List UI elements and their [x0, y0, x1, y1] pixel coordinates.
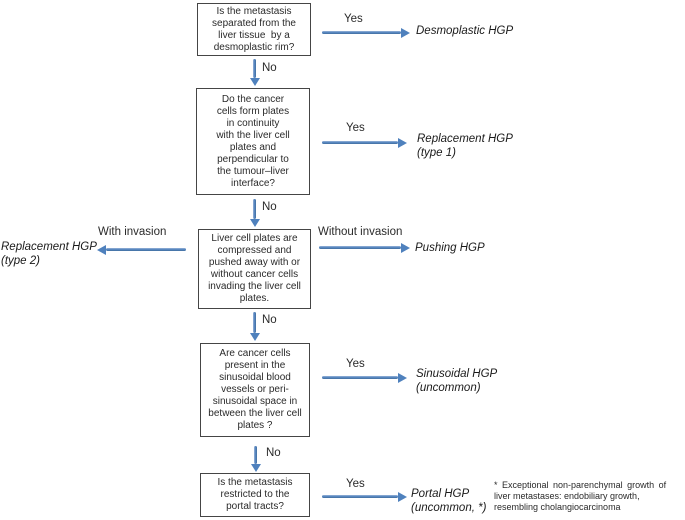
arrow-right-icon-3 [319, 246, 401, 249]
outcome-desmoplastic-hgp: Desmoplastic HGP [416, 25, 514, 37]
decision-box-portal-tracts: Is the metastasis restricted to the port… [200, 473, 310, 517]
decision-box-desmoplastic-rim: Is the metastasis separated from the liv… [197, 3, 311, 56]
arrow-down-icon-4 [254, 446, 257, 464]
no-label-2: No [262, 201, 277, 213]
decision-box-sinusoidal-space-text: Are cancer cells present in the sinusoid… [208, 348, 302, 431]
yes-label-1: Yes [344, 13, 363, 25]
decision-box-portal-tracts-text: Is the metastasis restricted to the port… [217, 477, 293, 512]
no-label-3: No [262, 314, 277, 326]
arrow-right-icon-4 [322, 376, 398, 379]
footnote-line-1: * Exceptional non-parenchymal growth of [494, 480, 667, 490]
yes-label-4: Yes [346, 478, 365, 490]
outcome-sinusoidal-hgp: Sinusoidal HGP (uncommon) [416, 368, 498, 394]
arrow-down-icon-2 [253, 199, 256, 219]
arrow-right-icon-1 [322, 31, 401, 34]
with-invasion-label: With invasion [98, 226, 167, 238]
arrow-left-icon [106, 248, 186, 251]
decision-box-desmoplastic-rim-text: Is the metastasis separated from the liv… [212, 5, 296, 53]
footnote: * Exceptional non-parenchymal growth of … [494, 480, 685, 512]
footnote-line-2: liver metastases: endobiliary growth, [494, 490, 640, 501]
outcome-portal-hgp: Portal HGP (uncommon, *) [411, 488, 487, 514]
arrow-down-icon-3 [253, 312, 256, 333]
yes-label-3: Yes [346, 358, 365, 370]
arrow-down-icon-1 [253, 59, 256, 78]
no-label-4: No [266, 447, 281, 459]
decision-box-plates-compressed-text: Liver cell plates are compressed and pus… [208, 233, 301, 304]
no-label-1: No [262, 62, 277, 74]
without-invasion-label: Without invasion [318, 226, 403, 238]
arrow-right-icon-5 [322, 495, 398, 498]
outcome-pushing-hgp: Pushing HGP [415, 242, 485, 254]
decision-box-sinusoidal-space: Are cancer cells present in the sinusoid… [200, 343, 310, 437]
outcome-replacement-hgp-type1: Replacement HGP (type 1) [417, 133, 513, 159]
decision-box-plates-continuity-text: Do the cancer cells form plates in conti… [216, 93, 290, 189]
yes-label-2: Yes [346, 122, 365, 134]
outcome-replacement-hgp-type2: Replacement HGP (type 2) [1, 241, 97, 267]
footnote-line-3: resembling cholangiocarcinoma [494, 501, 621, 512]
decision-box-plates-continuity: Do the cancer cells form plates in conti… [196, 88, 310, 195]
arrow-right-icon-2 [322, 141, 398, 144]
decision-box-plates-compressed: Liver cell plates are compressed and pus… [198, 229, 311, 309]
